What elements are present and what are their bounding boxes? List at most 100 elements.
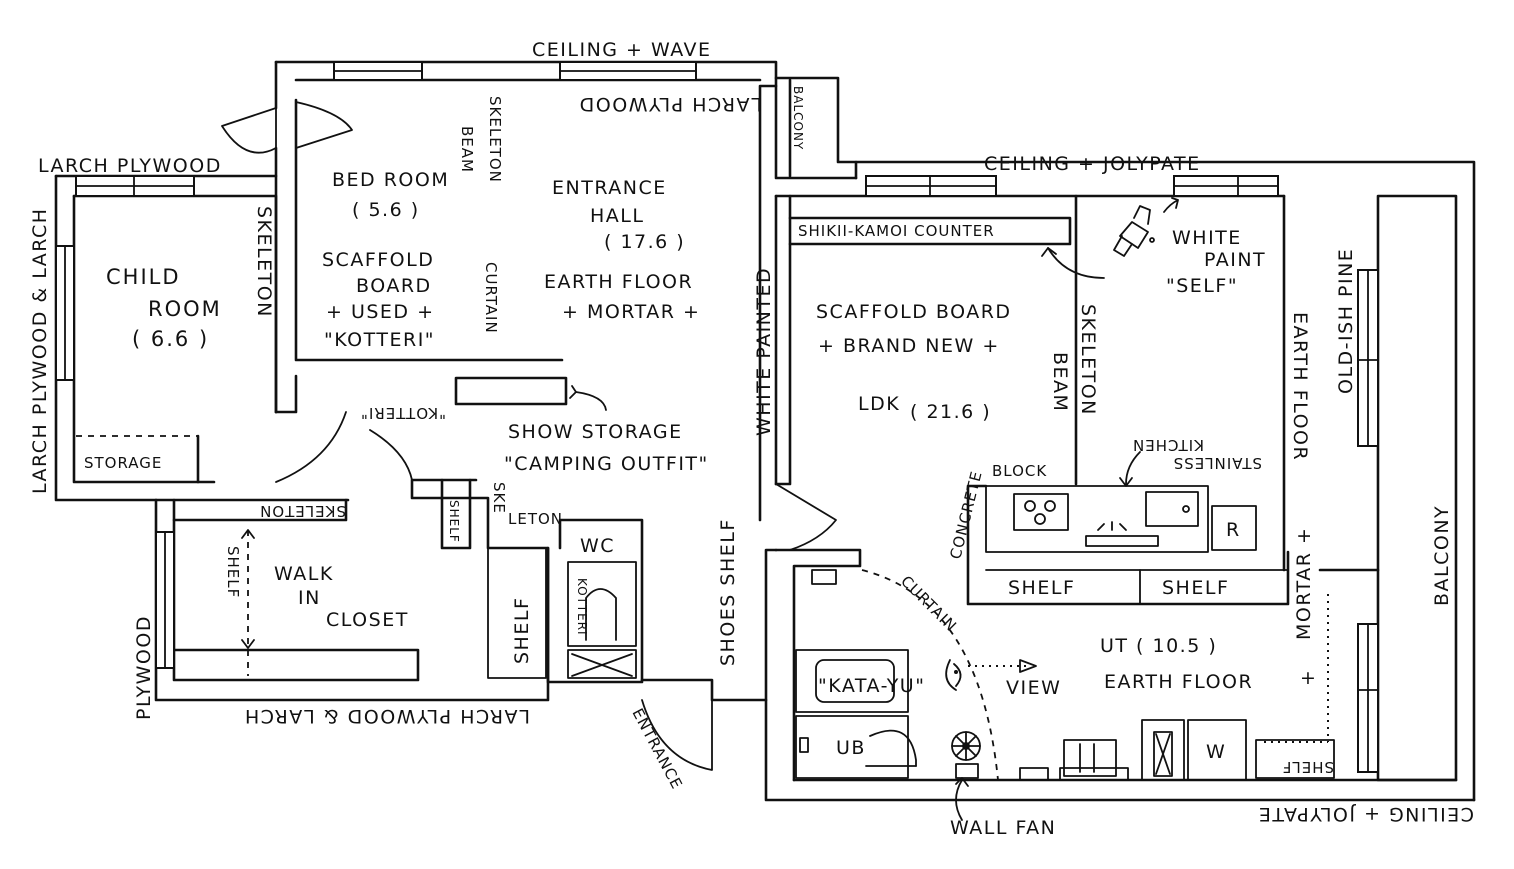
label-skeleton-wc-1: SKE bbox=[490, 482, 508, 514]
label-ldk-area: ( 21.6 ) bbox=[910, 401, 991, 423]
label-larch-plywood-west: LARCH PLYWOOD & LARCH bbox=[29, 207, 51, 494]
arrow-icon bbox=[1047, 247, 1105, 279]
door-swing bbox=[369, 429, 413, 481]
label-earth-floor-2: EARTH FLOOR bbox=[1104, 671, 1253, 693]
label-scaffold-new: SCAFFOLD BOARD bbox=[816, 301, 1012, 323]
label-skeleton-child: SKELETON bbox=[253, 206, 275, 318]
label-skeleton-wc-2: LETON bbox=[508, 510, 563, 528]
labels: CEILING + WAVE LARCH PLYWOOD BALCONY CEI… bbox=[29, 39, 1474, 839]
label-used: + USED + bbox=[326, 301, 435, 323]
label-skeleton-ldk: SKELETON bbox=[1077, 304, 1099, 416]
label-balcony-small: BALCONY bbox=[791, 86, 805, 150]
label-w: W bbox=[1206, 741, 1226, 763]
label-shelf-wc: SHELF bbox=[511, 597, 533, 664]
label-shelf-ut: SHELF bbox=[1282, 758, 1334, 776]
door-swing bbox=[641, 699, 713, 771]
label-child-room-area: ( 6.6 ) bbox=[132, 327, 209, 351]
label-walk-in-1: WALK bbox=[274, 563, 334, 585]
paint-brush-icon bbox=[1113, 197, 1179, 257]
arrow-icon bbox=[575, 391, 607, 411]
label-kotteri-wc: KOTTERI bbox=[575, 578, 589, 636]
worktop bbox=[1085, 535, 1159, 547]
label-skeleton-bed: SKELETON bbox=[486, 96, 504, 183]
label-entrance: ENTRANCE bbox=[628, 705, 686, 792]
label-ceiling-jolypate-top: CEILING + JOLYPATE bbox=[984, 153, 1201, 175]
label-child-room: CHILD bbox=[106, 265, 181, 289]
door-swing bbox=[221, 107, 277, 154]
label-ldk: LDK bbox=[858, 393, 900, 415]
label-mortar-1: + MORTAR + bbox=[562, 301, 700, 323]
label-walk-in-2: IN bbox=[298, 587, 321, 609]
label-walk-in-3: CLOSET bbox=[326, 609, 409, 631]
closet-shelf bbox=[487, 547, 547, 679]
stove bbox=[1013, 493, 1069, 531]
wall-fan-icon bbox=[951, 731, 981, 779]
lavatory bbox=[1063, 739, 1117, 777]
bathtub bbox=[795, 649, 909, 713]
label-concrete-block-2: BLOCK bbox=[992, 462, 1047, 480]
door-swing bbox=[295, 101, 353, 149]
label-show-storage: SHOW STORAGE bbox=[508, 421, 683, 443]
label-beam-2: BEAM bbox=[1049, 352, 1071, 412]
washer bbox=[1187, 719, 1247, 781]
label-white-paint-2: PAINT bbox=[1204, 249, 1266, 271]
door-swing bbox=[775, 483, 837, 551]
walls bbox=[54, 60, 1476, 802]
label-child-room-2: ROOM bbox=[148, 297, 222, 321]
kitchen-counter bbox=[985, 485, 1209, 553]
sink bbox=[1145, 491, 1199, 527]
label-scaffold-2: BOARD bbox=[356, 275, 432, 297]
label-skeleton-closet: SKELETON bbox=[259, 502, 346, 520]
label-curtain-1: CURTAIN bbox=[482, 262, 500, 334]
label-entrance-hall-1: ENTRANCE bbox=[552, 177, 667, 199]
label-self: "SELF" bbox=[1166, 275, 1238, 297]
doors bbox=[221, 101, 917, 771]
label-plus-v: + bbox=[1300, 667, 1317, 689]
label-balcony-big: BALCONY bbox=[1431, 505, 1453, 606]
label-shikii-kamoi: SHIKII-KAMOI COUNTER bbox=[798, 222, 995, 240]
label-old-ish-pine: OLD-ISH PINE bbox=[1335, 248, 1357, 394]
label-earth-floor-1: EARTH FLOOR bbox=[544, 271, 693, 293]
door-swing bbox=[869, 729, 917, 767]
label-curtain-2: CURTAIN bbox=[897, 572, 960, 635]
label-wall-fan: WALL FAN bbox=[950, 817, 1056, 839]
label-shelf-closet-v: SHELF bbox=[224, 546, 242, 598]
label-view: VIEW bbox=[1006, 677, 1061, 699]
fixtures bbox=[76, 197, 1335, 821]
label-kotteri-1: "KOTTERI" bbox=[324, 329, 435, 351]
label-kotteri-2: "KOTTERI" bbox=[360, 404, 446, 422]
label-ut: UT ( 10.5 ) bbox=[1100, 635, 1217, 657]
eye-icon bbox=[945, 659, 1037, 691]
toilet-box bbox=[567, 561, 637, 647]
cabinet bbox=[1141, 719, 1185, 781]
label-ceiling-wave: CEILING + WAVE bbox=[532, 39, 712, 61]
label-storage: STORAGE bbox=[84, 454, 162, 472]
label-concrete-block-1: CONCRETE bbox=[946, 469, 985, 561]
label-scaffold-1: SCAFFOLD bbox=[322, 249, 434, 271]
label-brand-new: + BRAND NEW + bbox=[818, 335, 1000, 357]
bath-unit bbox=[795, 715, 909, 779]
label-shelf-k2: SHELF bbox=[1162, 577, 1229, 599]
label-plywood-sw: PLYWOOD bbox=[133, 615, 155, 720]
label-larch-plywood-top: LARCH PLYWOOD bbox=[578, 93, 762, 115]
label-camping-outfit: "CAMPING OUTFIT" bbox=[504, 453, 709, 475]
label-stainless-1: STAINLESS bbox=[1173, 454, 1262, 472]
label-stainless-2: KITCHEN bbox=[1132, 436, 1204, 454]
label-wc: WC bbox=[580, 535, 615, 557]
windows bbox=[55, 61, 1379, 773]
fridge bbox=[1211, 505, 1257, 551]
label-bed-room: BED ROOM bbox=[332, 169, 449, 191]
label-earth-floor-v: EARTH FLOOR bbox=[1289, 312, 1311, 461]
label-white-paint-1: WHITE bbox=[1172, 227, 1242, 249]
door-swing bbox=[275, 411, 347, 483]
label-white-painted: WHITE PAINTED bbox=[753, 267, 775, 436]
label-shelf-small: SHELF bbox=[447, 500, 461, 543]
label-r: R bbox=[1226, 519, 1241, 541]
label-larch-plywood-nw: LARCH PLYWOOD bbox=[38, 155, 222, 177]
label-shoes-shelf: SHOES SHELF bbox=[717, 518, 739, 666]
label-larch-plywood-bottom: LARCH PLYWOOD & LARCH bbox=[243, 705, 530, 727]
label-bed-room-area: ( 5.6 ) bbox=[352, 199, 420, 221]
arrow-icon bbox=[1125, 451, 1141, 485]
label-kata-yu: "KATA-YU" bbox=[818, 675, 925, 697]
